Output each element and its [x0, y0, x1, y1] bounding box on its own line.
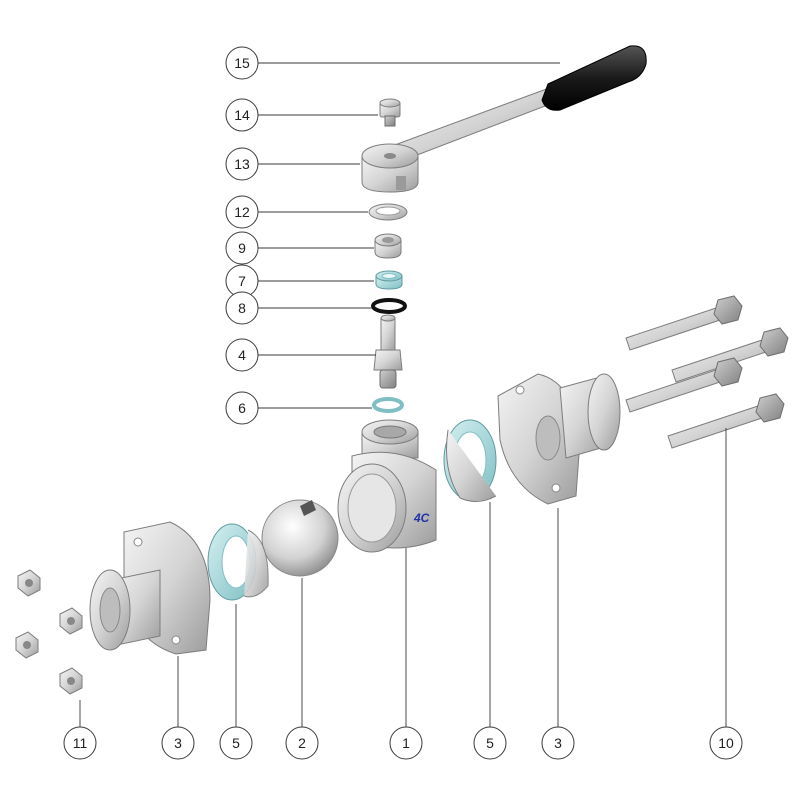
callout-5-right: 5 [473, 726, 507, 760]
callout-11: 11 [63, 726, 97, 760]
nut [59, 607, 83, 635]
svg-text:14: 14 [234, 107, 250, 123]
svg-text:10: 10 [718, 735, 734, 751]
svg-text:9: 9 [238, 240, 246, 256]
handle-grip [541, 45, 647, 111]
callout-1: 1 [389, 726, 423, 760]
svg-text:3: 3 [554, 735, 562, 751]
leader-lines [79, 62, 727, 728]
callout-3-right: 3 [541, 726, 575, 760]
callout-15: 15 [225, 46, 259, 80]
svg-text:4: 4 [238, 347, 246, 363]
valve-body: 4C [337, 419, 437, 553]
svg-text:6: 6 [238, 400, 246, 416]
bolt [671, 327, 789, 383]
callout-7: 7 [225, 264, 259, 298]
ball [261, 499, 339, 577]
nut [59, 667, 83, 695]
bolts [625, 295, 789, 449]
bolt [667, 393, 785, 449]
svg-text:13: 13 [234, 156, 250, 172]
thrust-washer [372, 397, 404, 413]
seat-right [443, 419, 497, 502]
svg-text:15: 15 [234, 55, 250, 71]
svg-text:12: 12 [234, 204, 250, 220]
body-logo: 4C [413, 511, 430, 525]
callout-5-left: 5 [219, 726, 253, 760]
end-connector-right [497, 373, 621, 505]
svg-text:8: 8 [238, 300, 246, 316]
callout-6: 6 [225, 391, 259, 425]
o-ring [371, 298, 407, 314]
callout-12: 12 [225, 195, 259, 229]
callout-3-left: 3 [161, 726, 195, 760]
bolt [625, 357, 743, 413]
gland-nut [374, 233, 402, 259]
svg-text:1: 1 [402, 735, 410, 751]
svg-text:7: 7 [238, 273, 246, 289]
svg-text:2: 2 [298, 735, 306, 751]
nuts [15, 569, 83, 695]
svg-text:5: 5 [232, 735, 240, 751]
svg-text:3: 3 [174, 735, 182, 751]
stem-packing [375, 270, 403, 290]
callout-13: 13 [225, 147, 259, 181]
handle-hub [361, 143, 419, 193]
svg-text:5: 5 [486, 735, 494, 751]
callout-14: 14 [225, 98, 259, 132]
callout-8: 8 [225, 291, 259, 325]
callout-10: 10 [709, 726, 743, 760]
callout-2: 2 [285, 726, 319, 760]
nut [17, 569, 41, 597]
callout-9: 9 [225, 231, 259, 265]
end-connector-left [89, 521, 211, 655]
cap-screw [379, 98, 401, 127]
seat-left [207, 523, 269, 601]
valve-stem [373, 314, 403, 389]
nut [15, 631, 39, 659]
stop-washer [368, 203, 408, 221]
svg-text:11: 11 [73, 735, 88, 751]
bolt [625, 295, 743, 351]
callout-4: 4 [225, 338, 259, 372]
